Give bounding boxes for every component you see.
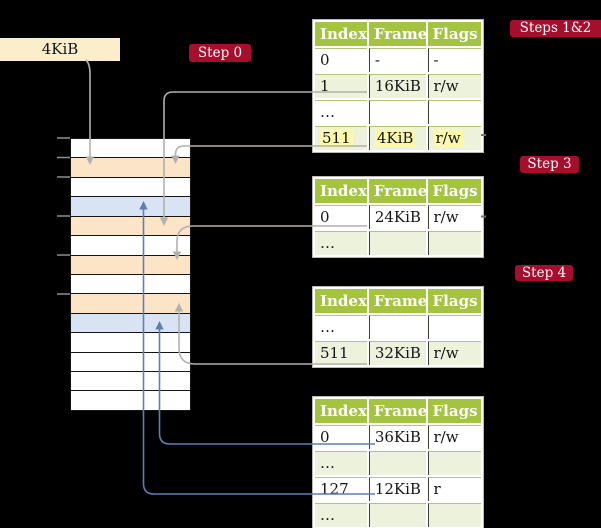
table-cell	[427, 503, 481, 527]
table-row: …	[315, 451, 481, 475]
table-cell: 127	[315, 477, 367, 501]
table-cell: 0	[315, 205, 367, 229]
memory-row-orange	[71, 255, 190, 275]
table-row: 511 4KiB r/w	[315, 126, 481, 150]
table-cell	[427, 315, 481, 339]
column-header: Frame	[368, 289, 426, 313]
table-cell	[427, 231, 481, 255]
column-header: Index	[315, 179, 367, 203]
memory-row-blue	[71, 313, 190, 334]
badge-step-3: Step 3	[520, 156, 579, 173]
column-header: Frame	[368, 179, 426, 203]
table-cell: …	[315, 231, 367, 255]
memory-row-orange	[71, 216, 190, 237]
highlight-mark: r/w	[433, 129, 463, 147]
table-cell: 1	[315, 74, 367, 98]
table-cell: 24KiB	[368, 205, 426, 229]
column-header: Flags	[427, 22, 481, 46]
badge-step-0: Step 0	[189, 44, 251, 62]
table-cell	[368, 315, 426, 339]
table-cell: …	[315, 451, 367, 475]
table-cell: r/w	[427, 341, 481, 365]
table-cell: 32KiB	[368, 341, 426, 365]
table-row: …	[315, 231, 481, 255]
memory-row-white	[71, 177, 190, 198]
table-cell: 4KiB	[368, 126, 426, 150]
column-header: Frame	[368, 22, 426, 46]
table-cell: -	[427, 48, 481, 72]
table-cell	[427, 100, 481, 124]
table-cell	[427, 451, 481, 475]
table-row: 0--	[315, 48, 481, 72]
highlight-mark: 4KiB	[374, 129, 416, 147]
memory-row-white	[71, 139, 190, 159]
badge-step-4: Step 4	[515, 265, 573, 281]
table-cell: 12KiB	[368, 477, 426, 501]
table-row: …	[315, 100, 481, 124]
table-cell: r/w	[427, 425, 481, 449]
badge-steps-1-2: Steps 1&2	[510, 20, 601, 37]
table-cell: -	[368, 48, 426, 72]
column-header: Frame	[368, 399, 426, 423]
column-header: Index	[315, 22, 367, 46]
memory-row-blue	[71, 197, 190, 217]
table-cell	[368, 231, 426, 255]
column-header: Flags	[427, 399, 481, 423]
table-cell: r/w	[427, 126, 481, 150]
table-cell: 0	[315, 425, 367, 449]
table-cell: 36KiB	[368, 425, 426, 449]
table-cell: r/w	[427, 74, 481, 98]
table-cell: r	[427, 477, 481, 501]
memory-row-white	[71, 352, 190, 373]
memory-row-white	[71, 236, 190, 256]
table-cell: r/w	[427, 205, 481, 229]
memory-row-white	[71, 391, 190, 410]
table-cell	[368, 503, 426, 527]
table-cell: 0	[315, 48, 367, 72]
table-row: …	[315, 315, 481, 339]
memory-row-orange	[71, 158, 190, 178]
table-cell: 16KiB	[368, 74, 426, 98]
highlight-mark: 511	[320, 129, 353, 147]
table-cell: 511	[315, 341, 367, 365]
memory-row-white	[71, 274, 190, 295]
column-header: Flags	[427, 179, 481, 203]
table-cell	[368, 100, 426, 124]
page-size-label: 4KiB	[0, 38, 120, 61]
table-cell: 511	[315, 126, 367, 150]
table-cell: …	[315, 315, 367, 339]
table-row: …	[315, 503, 481, 527]
column-header: Flags	[427, 289, 481, 313]
memory-column	[70, 138, 191, 411]
column-header: Index	[315, 289, 367, 313]
column-header: Index	[315, 399, 367, 423]
memory-row-white	[71, 372, 190, 392]
table-cell: …	[315, 100, 367, 124]
table-cell: …	[315, 503, 367, 527]
table-cell	[368, 451, 426, 475]
memory-row-white	[71, 333, 190, 353]
memory-row-orange	[71, 294, 190, 314]
